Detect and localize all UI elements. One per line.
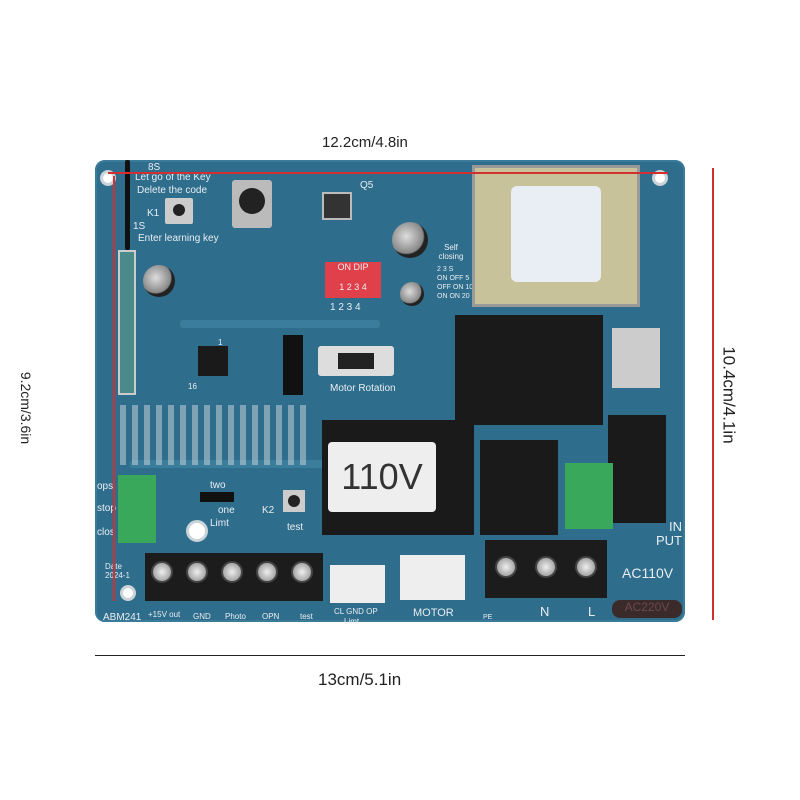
trace [180,320,380,328]
relay [608,415,666,523]
transformer [472,165,640,307]
terminal-label: GND [193,612,211,621]
mount-hole [186,520,208,542]
silk-date: Date 2024-1 [105,562,130,580]
silk-input: IN PUT [656,519,682,548]
silk-limt: Limt [210,518,229,529]
silk-stop: stop [97,503,116,514]
table-row: 2 3 S [437,266,454,273]
green-terminal-block[interactable] [565,463,613,529]
silk-1s: 1S [133,221,146,232]
microcontroller-chip [198,346,228,376]
rf-module [118,250,136,395]
screw-icon [495,556,517,578]
silk-pin1: 1 [218,338,223,347]
silk-motor: MOTOR [413,607,454,619]
dip-label: ON DIP [337,262,369,272]
table-row: OFF ON 10 [437,284,474,291]
voltage-label: 110V [328,442,436,512]
mount-hole [120,585,136,601]
potentiometer[interactable] [232,180,272,228]
heatsink [612,328,660,388]
left-height-label: 9.2cm/3.6in [18,371,35,445]
screw-icon [291,561,313,583]
terminal-label: OPN [262,612,280,621]
screw-icon [186,561,208,583]
silk-delete-code: Delete the code [137,185,208,196]
silk-two: two [210,480,226,491]
silk-k2: K2 [262,505,275,516]
self-closing-table: 2 3 S ON OFF 5 OFF ON 10 ON ON 20 [437,265,473,301]
silk-q5: Q5 [360,180,374,191]
control-terminal-block[interactable] [145,553,323,601]
screw-icon [575,556,597,578]
silk-let-go: Let go of the Key [135,172,211,183]
capacitor-block: 110V [322,420,474,535]
silk-pe: PE [483,614,493,621]
silk-n: N [540,604,550,619]
motor-rotation-switch[interactable] [318,346,394,376]
silk-ac110v: AC110V [622,565,674,581]
left-dimension-line [113,176,115,601]
top-width-label: 12.2cm/4.8in [322,134,408,151]
silk-one: one [218,505,235,516]
top-dimension-line [108,172,668,174]
terminal-label: test [300,612,313,621]
capacitor [143,265,175,297]
silk-motor-rotation: Motor Rotation [330,383,396,394]
right-dimension-line [712,168,714,620]
capacitor [392,222,428,258]
silk-l: L [588,604,596,619]
dip-numbers: 1 2 3 4 [339,282,367,292]
table-row: ON OFF 5 [437,275,470,282]
resistor-array [120,405,310,465]
screw-icon [221,561,243,583]
silk-pin16: 16 [188,382,197,391]
silk-model: ABM241 [103,612,142,623]
silk-limit: Limt [344,617,360,626]
silk-ac220v: AC220V [612,600,682,618]
relay [480,440,558,535]
transistor [322,192,352,220]
screw-icon [256,561,278,583]
silk-clos: clos [97,527,115,538]
mount-hole [652,170,668,186]
antenna-wire [125,160,130,250]
bottom-dimension-line [95,655,685,656]
table-row: ON ON 20 [437,293,470,300]
silk-k1: K1 [147,208,160,219]
silk-ops: ops [97,481,114,492]
terminal-label: Photo [225,612,246,621]
learn-button[interactable] [165,198,193,224]
relay [455,315,603,425]
limit-terminal-block[interactable] [118,475,156,543]
screw-icon [535,556,557,578]
limit-connector[interactable] [330,565,385,603]
dip-numbers-below: 1 2 3 4 [330,302,361,313]
silk-self-closing: Self closing [438,243,464,261]
bottom-width-label: 13cm/5.1in [318,670,402,689]
capacitor [400,282,424,306]
silk-8s: 8S [148,162,161,173]
pin-header [283,335,303,395]
test-button[interactable] [283,490,305,512]
terminal-label: +15V out [148,610,181,619]
power-terminal-block[interactable] [485,540,607,598]
jumper[interactable] [200,492,234,502]
motor-connector[interactable] [400,555,465,600]
silk-enter-learning: Enter learning key [138,233,219,244]
dip-switch[interactable]: ON DIP 1 2 3 4 [325,262,381,298]
screw-icon [151,561,173,583]
right-height-label: 10.4cm/4.1in [719,346,739,444]
silk-limit-pins: CL GND OP [334,607,378,616]
mount-hole [100,170,116,186]
silk-test: test [287,522,304,533]
